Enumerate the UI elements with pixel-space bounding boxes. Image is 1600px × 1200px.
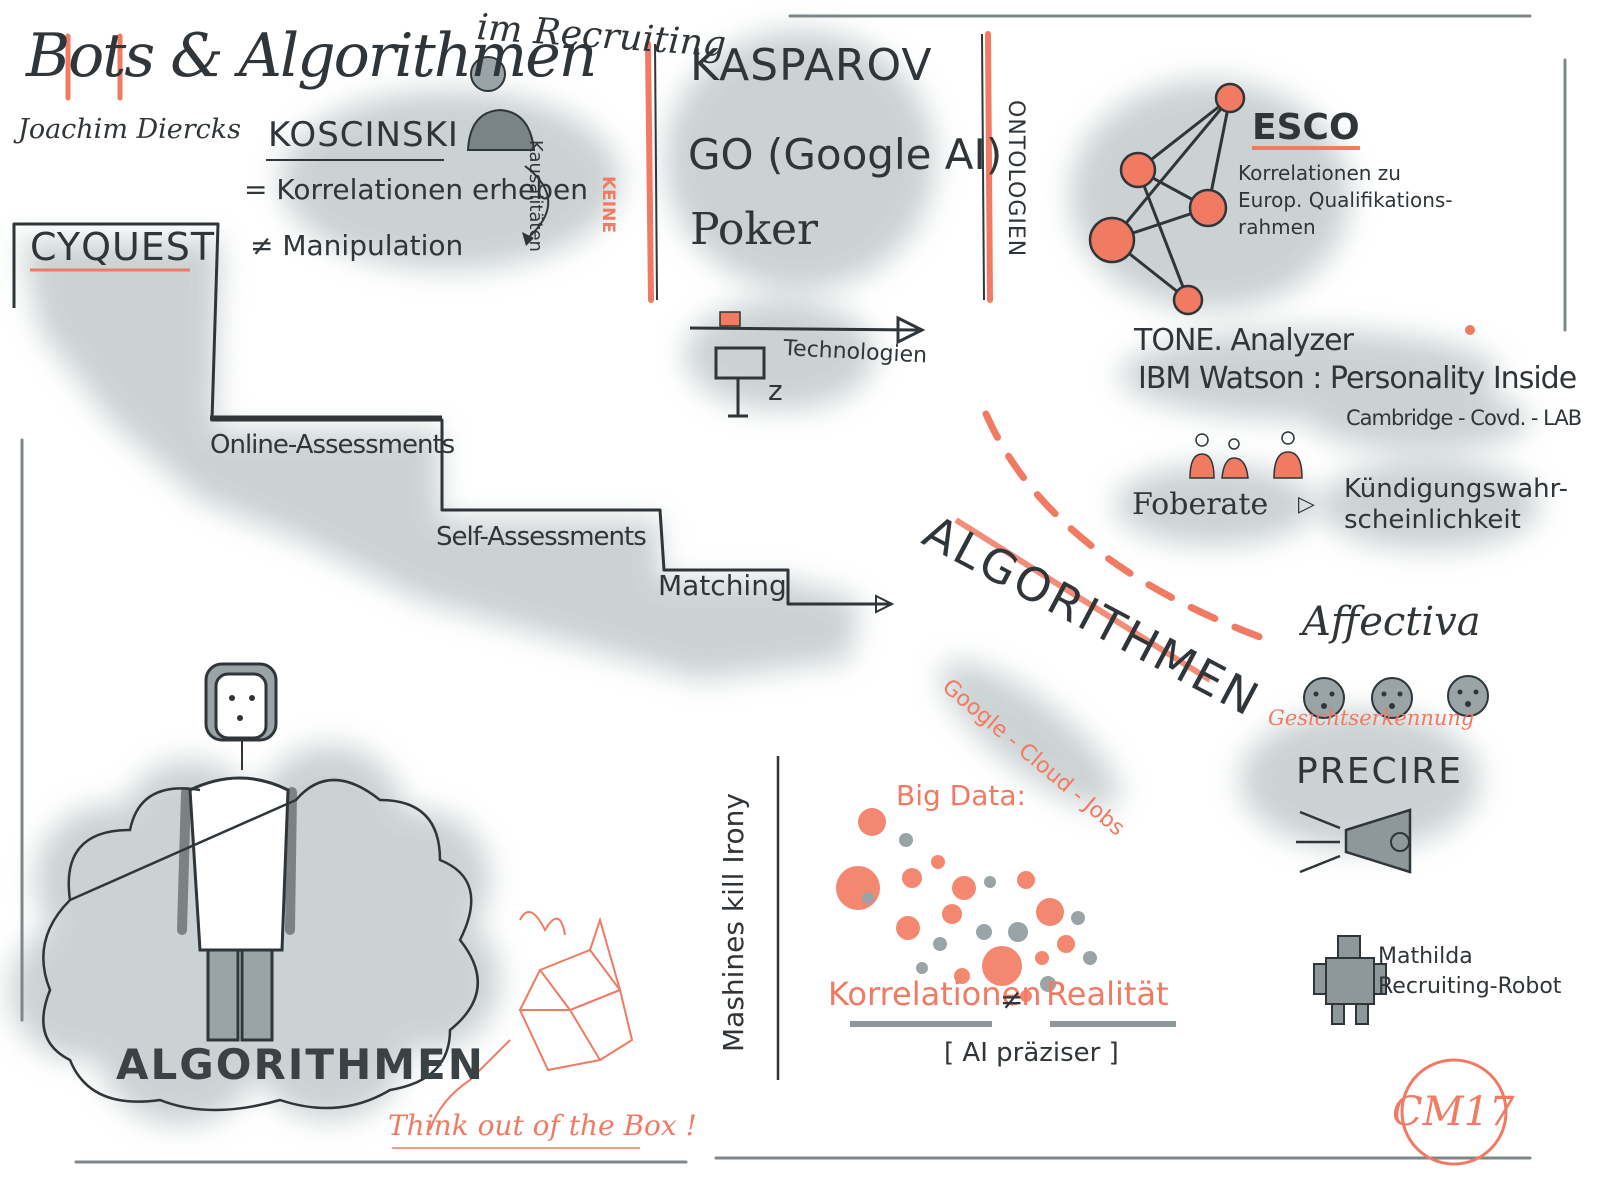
esco-heading: ESCO	[1252, 107, 1360, 148]
algorithmen-cloud-label: ALGORITHMEN	[116, 1040, 485, 1089]
mathilda-label: Mathilda Recruiting-Robot	[1378, 944, 1562, 999]
esco-description: Korrelationen zu Europ. Qualifikations- …	[1238, 161, 1453, 239]
koscinski-manipulation: ≠ Manipulation	[250, 229, 464, 262]
ontologien-label: ONTOLOGIEN	[1003, 100, 1028, 258]
game-go: GO (Google AI)	[688, 130, 1003, 179]
ai-praeziser-label: [ AI präziser ]	[944, 1038, 1119, 1068]
arrow-right-icon: ▷	[1298, 492, 1315, 517]
gesichtserkennung-label: Gesichtserkennung	[1268, 706, 1475, 730]
game-kasparov: KASPAROV	[690, 40, 933, 91]
tone-analyzer-label: TONE. Analyzer	[1134, 323, 1354, 358]
realitaet-label: Realität	[1046, 975, 1169, 1013]
step-matching: Matching	[658, 569, 787, 602]
sketchnote-title: Bots & Algorithmen	[26, 21, 597, 91]
ibm-watson-label: IBM Watson : Personality Inside	[1138, 361, 1577, 396]
koscinski-heading: KOSCINSKI	[268, 115, 459, 155]
foberate-label: Foberate	[1132, 487, 1269, 522]
cambridge-lab-label: Cambridge - Covd. - LAB	[1346, 406, 1582, 430]
affectiva-heading: Affectiva	[1302, 599, 1481, 645]
step-self-assessments: Self-Assessments	[436, 522, 647, 552]
machines-kill-irony-label: Mashines kill Irony	[717, 793, 750, 1052]
not-equal-sign: ≠	[1000, 983, 1024, 1016]
cyquest-heading: CYQUEST	[30, 225, 216, 269]
kausalitaeten-label: Kausalitäten	[525, 140, 546, 252]
svg-text:z: z	[768, 374, 783, 407]
step-online-assessments: Online-Assessments	[210, 430, 455, 460]
author-name: Joachim Diercks	[18, 114, 242, 145]
kuendigung-label: Kündigungswahr- scheinlichkeit	[1344, 474, 1569, 536]
artist-seal: CM17	[1392, 1089, 1515, 1135]
game-poker: Poker	[690, 204, 819, 255]
big-data-label: Big Data:	[896, 779, 1026, 812]
precire-heading: PRECIRE	[1296, 751, 1463, 792]
keine-label: KEINE	[598, 176, 618, 233]
think-out-of-the-box-label: Think out of the Box !	[388, 1109, 697, 1142]
korrelationen-label: Korrelationen	[828, 975, 1042, 1013]
koscinski-correlations: = Korrelationen erheben	[244, 173, 589, 206]
